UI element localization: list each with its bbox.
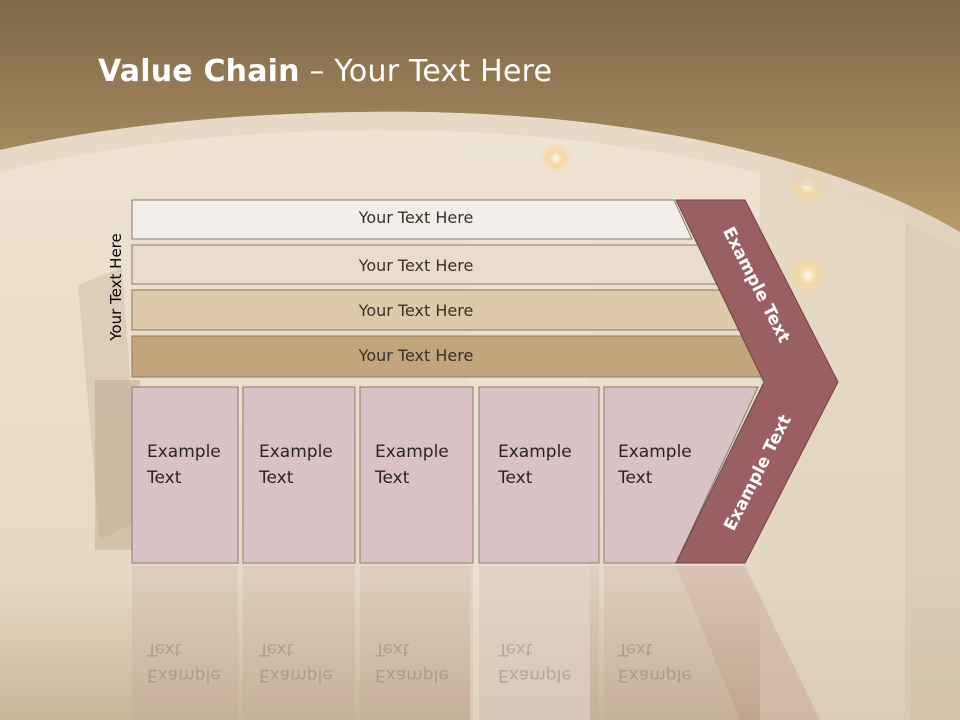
- box-3[interactable]: [359, 386, 474, 564]
- band-2-label: Your Text Here: [358, 256, 474, 275]
- band-4-label: Your Text Here: [358, 346, 474, 365]
- chevron-arrow[interactable]: [675, 199, 839, 564]
- band-1-label: Your Text Here: [358, 208, 474, 227]
- slide-title: Value Chain – Your Text Here: [98, 54, 553, 89]
- band-3-label: Your Text Here: [358, 301, 474, 320]
- box-4[interactable]: [478, 386, 600, 564]
- diagram-reflection: [132, 566, 820, 720]
- box-1[interactable]: [131, 386, 239, 564]
- box-2[interactable]: [242, 386, 356, 564]
- band-1[interactable]: [131, 199, 693, 240]
